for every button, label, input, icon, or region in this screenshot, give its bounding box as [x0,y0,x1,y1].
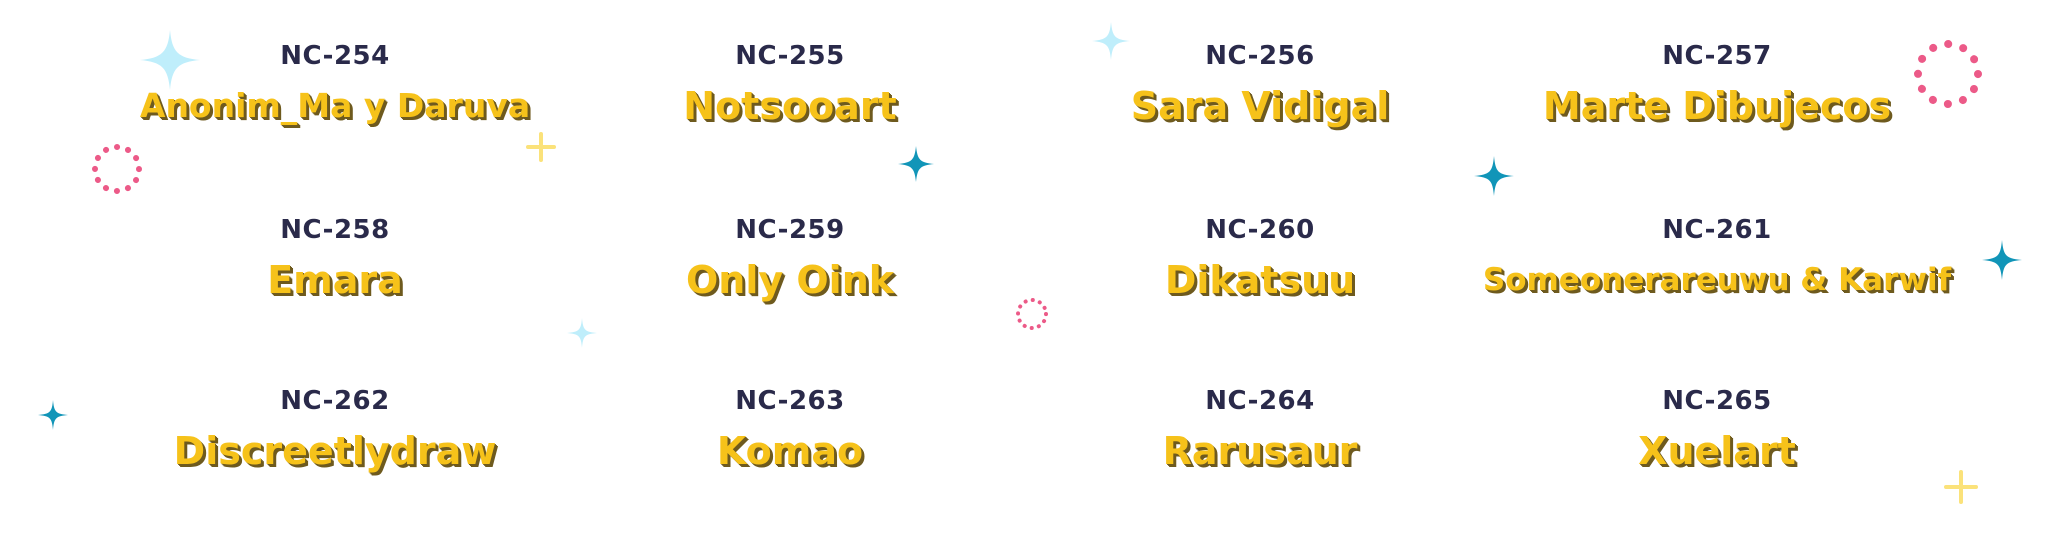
entry-name: Sara Vidigal [1130,84,1390,128]
entry-code: NC-263 [735,386,845,416]
plus-sparkle-icon [1944,470,1978,504]
sparkle-icon [567,318,597,348]
plus-sparkle-icon [526,132,556,162]
entry-name: Rarusaur [1162,429,1358,473]
entry-name: Marte Dibujecos [1542,84,1892,128]
dotted-circle-icon [92,144,142,194]
entry-name: Notsooart [683,84,897,128]
entry-name: Anonim_Ma y Daruva [139,86,531,125]
entry-nc-265: NC-265 Xuelart [1638,385,1796,475]
dotted-circle-icon [1016,298,1048,330]
entry-code: NC-260 [1205,215,1315,245]
entry-code: NC-259 [735,215,845,245]
sparkle-icon [140,30,200,90]
entry-nc-257: NC-257 Marte Dibujecos [1543,40,1891,130]
entry-nc-259: NC-259 Only Oink [686,214,894,304]
sparkle-icon [1474,156,1514,196]
entry-nc-256: NC-256 Sara Vidigal [1131,40,1390,130]
entry-nc-264: NC-264 Rarusaur [1163,385,1358,475]
entry-name: Only Oink [685,258,895,302]
entry-name: Emara [267,258,403,302]
entry-name: Dikatsuu [1164,258,1356,302]
entry-name: Komao [716,429,864,473]
entry-name: Someonerareuwu & Karwif [1482,262,1952,298]
sparkle-icon [898,146,934,182]
entry-name: Discreetlydraw [173,429,497,473]
dotted-circle-icon [1914,40,1982,108]
entry-code: NC-265 [1662,386,1772,416]
entry-code: NC-261 [1662,215,1772,245]
entry-nc-262: NC-262 Discreetlydraw [174,385,497,475]
entry-nc-260: NC-260 Dikatsuu [1165,214,1355,304]
entry-nc-261: NC-261 Someonerareuwu & Karwif [1483,214,1951,304]
entry-code: NC-257 [1662,41,1772,71]
sparkle-icon [38,400,68,430]
entry-code: NC-258 [280,215,390,245]
entry-code: NC-264 [1205,386,1315,416]
entry-code: NC-262 [280,386,390,416]
entry-nc-254: NC-254 Anonim_Ma y Daruva [140,40,530,130]
entry-name: Xuelart [1638,429,1796,473]
entry-nc-258: NC-258 Emara [267,214,403,304]
entry-code: NC-256 [1205,41,1315,71]
entry-nc-263: NC-263 Komao [717,385,863,475]
entry-code: NC-255 [735,41,845,71]
sparkle-icon [1982,240,2022,280]
entry-code: NC-254 [280,41,390,71]
entry-nc-255: NC-255 Notsooart [683,40,896,130]
sparkle-icon [1092,22,1130,60]
